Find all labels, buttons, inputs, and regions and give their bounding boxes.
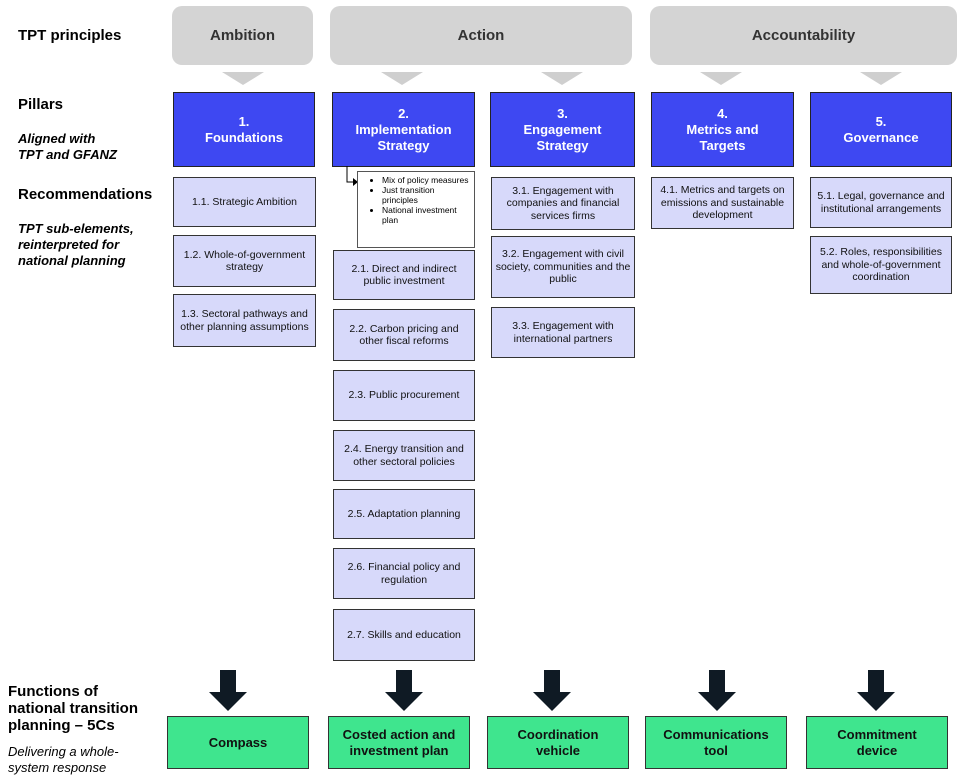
- function-communications-tool: Communications tool: [645, 716, 787, 769]
- triangle-marker: [222, 72, 264, 85]
- note-item: Just transition principles: [382, 185, 470, 205]
- function-costed-plan: Costed action and investment plan: [328, 716, 470, 769]
- recommendations-label: Recommendations: [18, 186, 153, 203]
- functions-label: Functions of national transition plannin…: [8, 683, 139, 734]
- recommendation-box: 2.6. Financial policy and regulation: [333, 548, 475, 599]
- pillar-governance: 5. Governance: [810, 92, 952, 167]
- triangle-marker: [541, 72, 583, 85]
- pillar-name: Foundations: [205, 129, 283, 145]
- recommendation-box: 1.3. Sectoral pathways and other plannin…: [173, 294, 316, 347]
- pillar-name: Governance: [843, 129, 919, 145]
- recommendation-box: 3.1. Engagement with companies and finan…: [491, 177, 635, 230]
- aligned-label: Aligned with TPT and GFANZ: [18, 131, 117, 162]
- pillar-number: 2.: [398, 105, 409, 121]
- recommendation-box: 5.1. Legal, governance and institutional…: [810, 177, 952, 228]
- triangle-marker: [381, 72, 423, 85]
- pillar-implementation-strategy: 2. Implementation Strategy: [332, 92, 475, 167]
- recommendation-box: 3.2. Engagement with civil society, comm…: [491, 236, 635, 298]
- down-arrow-icon: [857, 670, 895, 711]
- implementation-note: Mix of policy measures Just transition p…: [357, 171, 475, 248]
- recommendation-box: 1.1. Strategic Ambition: [173, 177, 316, 227]
- pillar-metrics-targets: 4. Metrics and Targets: [651, 92, 794, 167]
- note-item: National investment plan: [382, 205, 470, 225]
- recommendation-box: 2.4. Energy transition and other sectora…: [333, 430, 475, 481]
- recommendation-box: 2.5. Adaptation planning: [333, 489, 475, 539]
- down-arrow-icon: [533, 670, 571, 711]
- sub-elements-label: TPT sub-elements, reinterpreted for nati…: [18, 221, 134, 268]
- recommendation-box: 2.1. Direct and indirect public investme…: [333, 250, 475, 300]
- pillar-number: 5.: [875, 113, 887, 129]
- recommendation-box: 1.2. Whole-of-government strategy: [173, 235, 316, 287]
- principle-ambition: Ambition: [172, 6, 313, 65]
- principle-action: Action: [330, 6, 632, 65]
- recommendation-box: 2.7. Skills and education: [333, 609, 475, 661]
- pillar-name: Engagement Strategy: [523, 121, 602, 153]
- pillar-foundations: 1. Foundations: [173, 92, 315, 167]
- recommendation-box: 2.3. Public procurement: [333, 370, 475, 421]
- pillar-number: 1.: [238, 113, 250, 129]
- function-commitment-device: Commitment device: [806, 716, 948, 769]
- triangle-marker: [700, 72, 742, 85]
- triangle-marker: [860, 72, 902, 85]
- function-compass: Compass: [167, 716, 309, 769]
- function-coordination-vehicle: Coordination vehicle: [487, 716, 629, 769]
- pillar-name: Implementation Strategy: [355, 121, 452, 153]
- pillar-number: 4.: [717, 105, 728, 121]
- note-connector: [346, 166, 358, 186]
- pillar-name: Metrics and Targets: [686, 121, 759, 153]
- principle-accountability: Accountability: [650, 6, 957, 65]
- principles-label: TPT principles: [18, 27, 122, 44]
- recommendation-box: 3.3. Engagement with international partn…: [491, 307, 635, 358]
- down-arrow-icon: [209, 670, 247, 711]
- recommendation-box: 2.2. Carbon pricing and other fiscal ref…: [333, 309, 475, 361]
- down-arrow-icon: [698, 670, 736, 711]
- recommendation-box: 5.2. Roles, responsibilities and whole-o…: [810, 236, 952, 294]
- down-arrow-icon: [385, 670, 423, 711]
- delivering-label: Delivering a whole-system response: [8, 744, 119, 775]
- recommendation-box: 4.1. Metrics and targets on emissions an…: [651, 177, 794, 229]
- pillar-engagement-strategy: 3. Engagement Strategy: [490, 92, 635, 167]
- pillars-label: Pillars: [18, 96, 64, 113]
- note-item: Mix of policy measures: [382, 175, 470, 185]
- pillar-number: 3.: [557, 105, 568, 121]
